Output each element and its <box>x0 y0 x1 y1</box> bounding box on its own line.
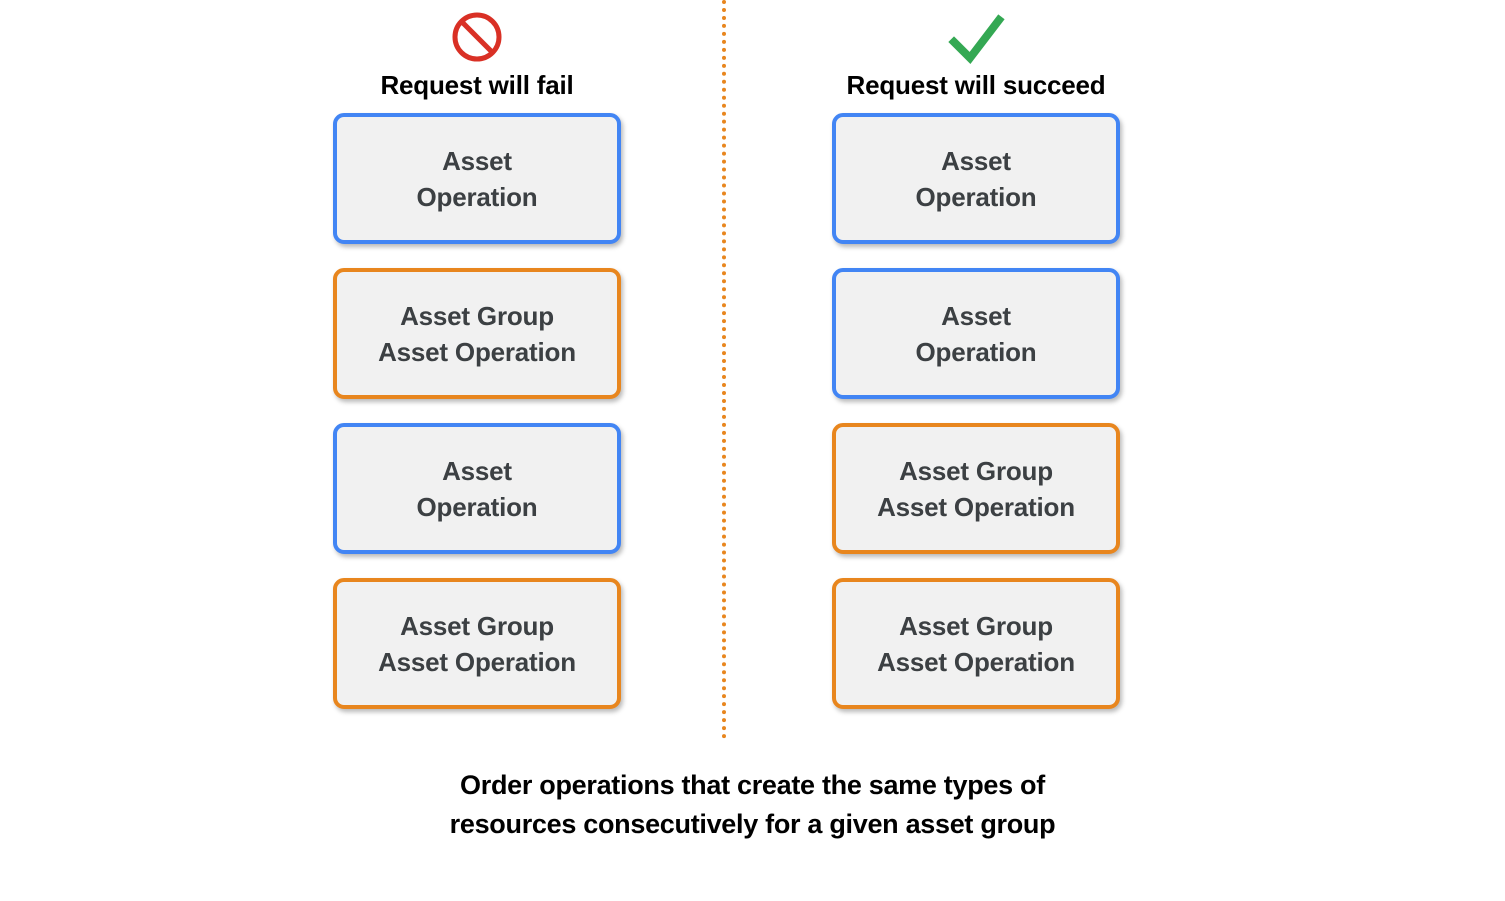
card-asset-group-asset-operation: Asset Group Asset Operation <box>832 578 1120 709</box>
card-asset-group-asset-operation: Asset Group Asset Operation <box>333 578 621 709</box>
card-asset-operation: Asset Operation <box>832 268 1120 399</box>
column-title-fail: Request will fail <box>380 70 574 100</box>
card-line: Asset Operation <box>378 646 576 677</box>
card-line: Operation <box>915 181 1037 212</box>
card-line: Asset <box>442 145 512 176</box>
card-line: Asset <box>941 145 1011 176</box>
column-header-fail: Request will fail <box>273 8 681 100</box>
card-stack-succeed: Asset Operation Asset Operation Asset Gr… <box>832 113 1120 733</box>
card-line: Operation <box>915 336 1037 367</box>
card-line: Asset <box>442 455 512 486</box>
card-line: Asset Group <box>899 455 1053 486</box>
card-line: Asset <box>941 300 1011 331</box>
column-header-succeed: Request will succeed <box>772 8 1180 100</box>
card-asset-group-asset-operation: Asset Group Asset Operation <box>832 423 1120 554</box>
prohibition-icon <box>273 8 681 66</box>
card-asset-group-asset-operation: Asset Group Asset Operation <box>333 268 621 399</box>
card-asset-operation: Asset Operation <box>333 423 621 554</box>
card-line: Operation <box>416 181 538 212</box>
card-line: Asset Operation <box>877 491 1075 522</box>
caption-line: resources consecutively for a given asse… <box>449 809 1056 839</box>
card-line: Asset Operation <box>378 336 576 367</box>
column-title-succeed: Request will succeed <box>846 70 1106 100</box>
caption-line: Order operations that create the same ty… <box>460 770 1045 800</box>
card-asset-operation: Asset Operation <box>832 113 1120 244</box>
card-line: Operation <box>416 491 538 522</box>
card-line: Asset Group <box>400 610 554 641</box>
check-icon <box>772 8 1180 66</box>
diagram-caption: Order operations that create the same ty… <box>0 766 1505 844</box>
card-stack-fail: Asset Operation Asset Group Asset Operat… <box>333 113 621 733</box>
card-line: Asset Operation <box>877 646 1075 677</box>
card-line: Asset Group <box>400 300 554 331</box>
card-line: Asset Group <box>899 610 1053 641</box>
column-divider <box>722 0 726 739</box>
card-asset-operation: Asset Operation <box>333 113 621 244</box>
